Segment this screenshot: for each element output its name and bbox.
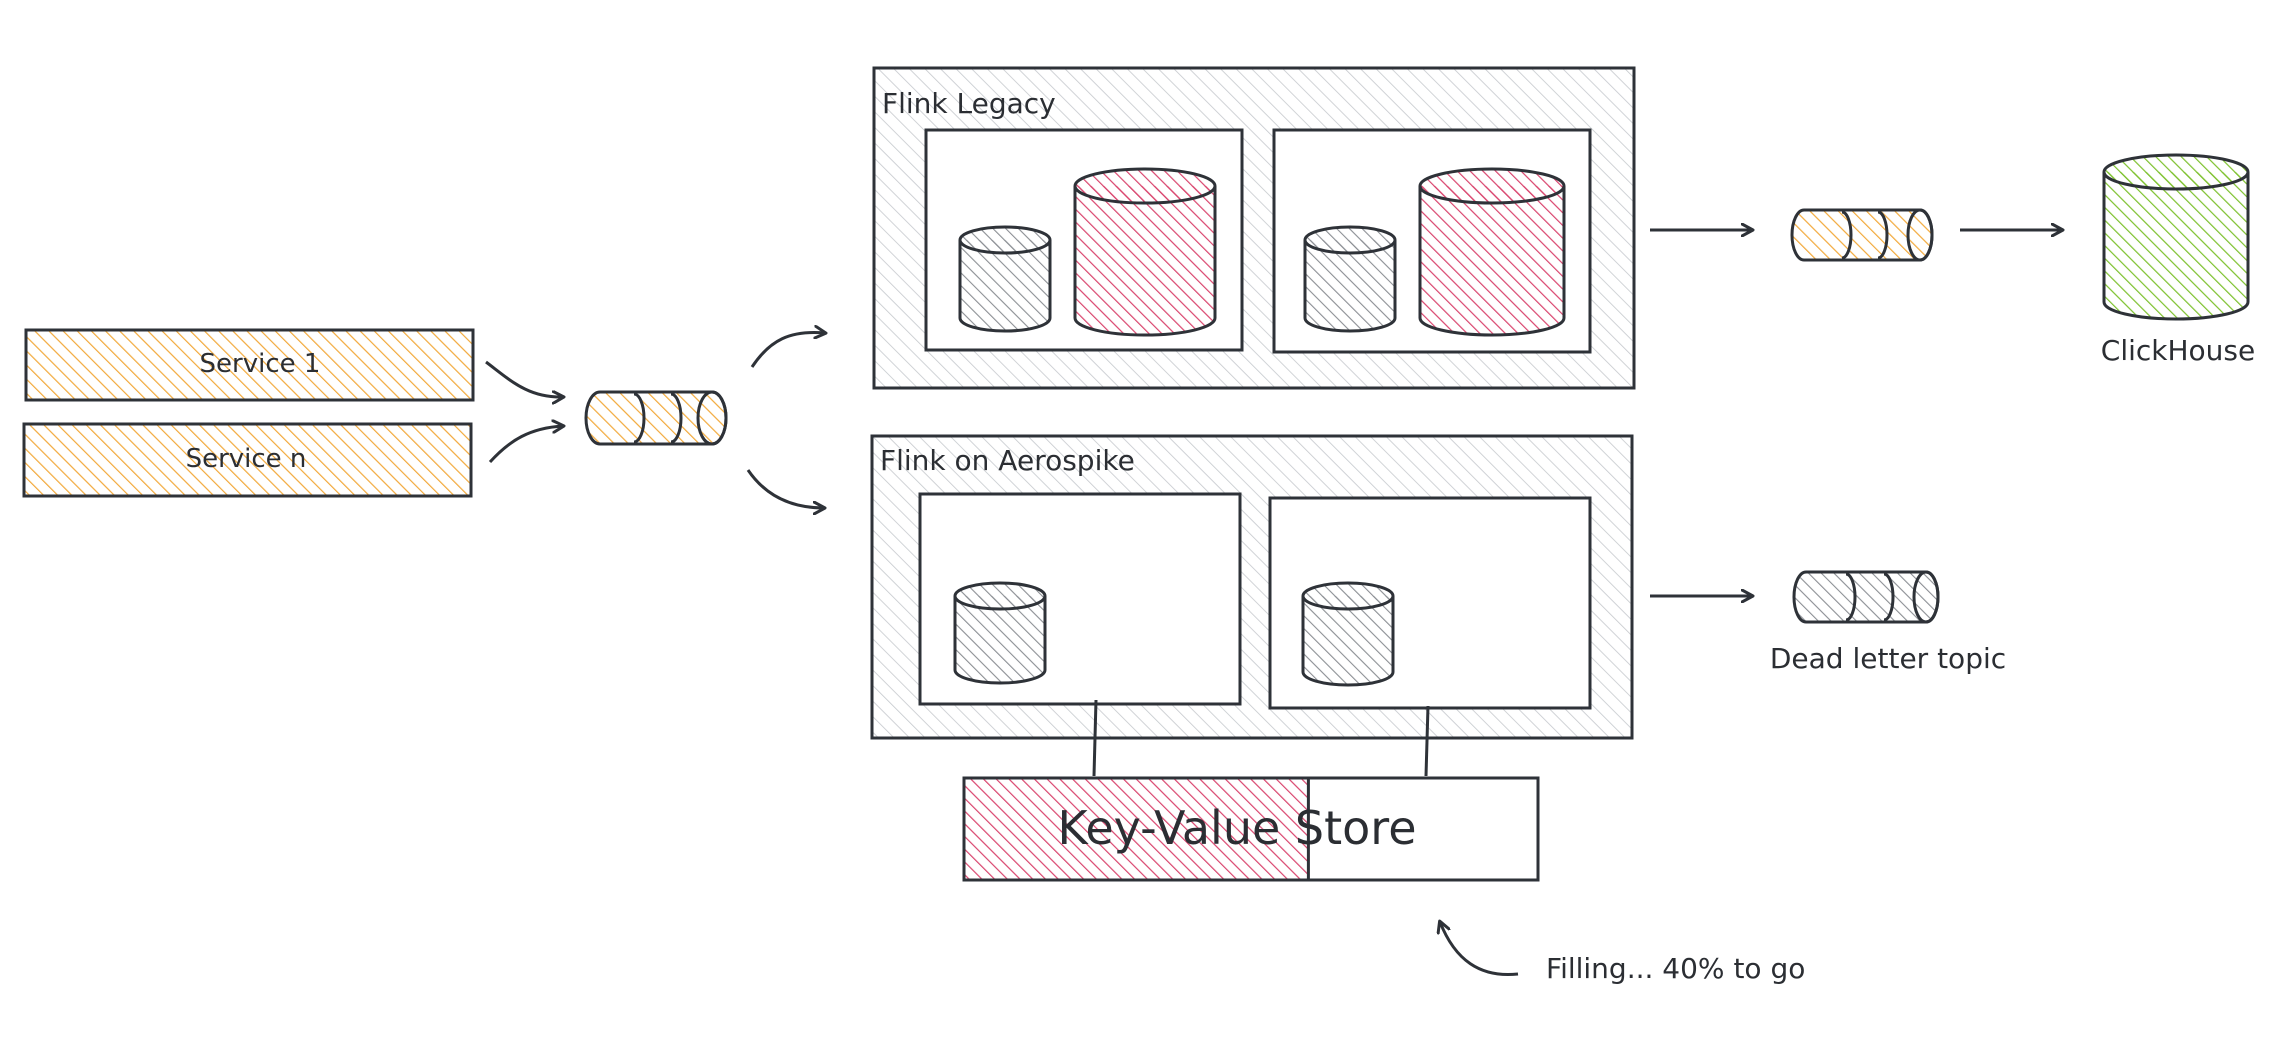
- aerospike-node-2: [1268, 496, 1592, 710]
- kv-store-label: Key-Value Store: [1057, 801, 1416, 855]
- clickhouse-database-icon: [2102, 153, 2250, 321]
- database-icon: [1073, 167, 1217, 337]
- clickhouse-label: ClickHouse: [2101, 334, 2255, 367]
- kv-store-fill: [964, 778, 1309, 880]
- database-icon: [958, 225, 1052, 333]
- service-1-box: Service 1: [24, 328, 475, 402]
- ingest-queue-icon: [584, 390, 728, 446]
- arrow-icon: [488, 426, 563, 464]
- dead-letter-queue-icon: [1792, 570, 1940, 624]
- flink-legacy-title: Flink Legacy: [882, 87, 1056, 120]
- service-n-label: Service n: [186, 444, 307, 474]
- aerospike-node-1: [918, 492, 1242, 706]
- flink-legacy-cluster: Flink Legacy: [872, 66, 1636, 390]
- flink-aerospike-cluster: Flink on Aerospike: [870, 434, 1634, 740]
- kv-store-frame: [962, 776, 1540, 882]
- database-icon: [1418, 167, 1566, 337]
- output-queue-icon: [1790, 208, 1934, 262]
- database-icon: [1303, 225, 1397, 333]
- dead-letter-label: Dead letter topic: [1770, 642, 2006, 675]
- arrow-icon: [746, 469, 824, 508]
- service-1-label: Service 1: [200, 349, 321, 379]
- arrow-icon: [485, 360, 563, 397]
- kv-store-annotation: Filling... 40% to go: [1546, 952, 1805, 985]
- legacy-node-2: [1272, 128, 1592, 354]
- database-icon: [1301, 581, 1395, 687]
- legacy-node-1: [924, 128, 1244, 352]
- annotation-arrow-icon: [1440, 922, 1519, 977]
- kv-store: Key-Value Store: [962, 776, 1540, 882]
- flink-aerospike-title: Flink on Aerospike: [880, 444, 1135, 477]
- service-n-box: Service n: [22, 422, 473, 498]
- arrow-icon: [750, 332, 825, 368]
- database-icon: [953, 581, 1047, 685]
- node-kv-connector: [1424, 705, 1430, 777]
- node-kv-connector: [1092, 699, 1098, 777]
